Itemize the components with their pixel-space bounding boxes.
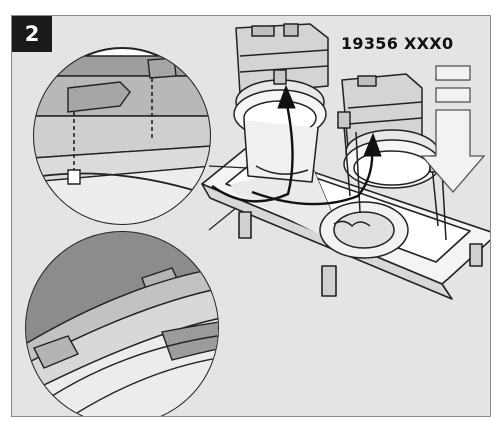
product-code-label: 19356 XXX0: [341, 34, 454, 53]
magnifier-connector: [208, 165, 249, 231]
curved-arrow-icon: [211, 84, 382, 206]
left-lamp-module: [233, 23, 329, 183]
down-arrow-icon: [420, 65, 486, 193]
installation-illustration: [25, 23, 490, 416]
lower-lamp-housing: [319, 201, 409, 259]
step-number-badge: 2: [12, 16, 52, 52]
detail-view-top: [33, 47, 211, 225]
instruction-panel: 2 19356 XXX0: [11, 15, 491, 417]
detail-view-bottom: [25, 231, 219, 416]
